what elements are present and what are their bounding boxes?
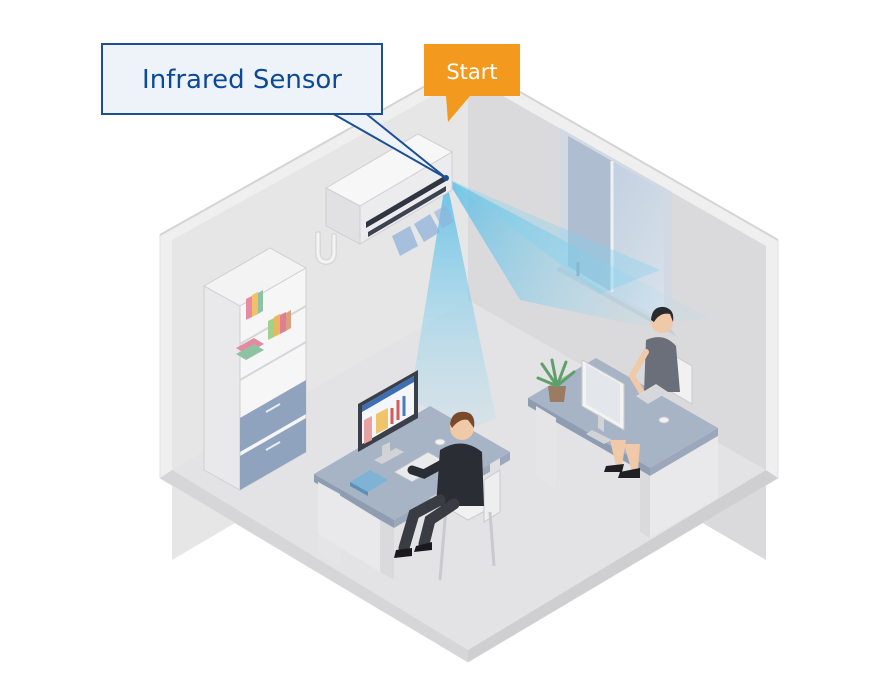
man-worker (394, 411, 501, 581)
sensor-callout-box (101, 43, 383, 115)
start-badge (424, 44, 520, 96)
monitor-right (581, 359, 670, 444)
infrared-sensor-callout: Infrared Sensor (101, 43, 447, 179)
monitor-left (350, 370, 448, 496)
floor-lower-right (468, 470, 778, 662)
air-conditioner (315, 133, 454, 266)
floor-lower-left (160, 470, 468, 662)
plant (536, 358, 576, 402)
beam-right (446, 178, 710, 326)
start-badge-pointer (446, 96, 470, 122)
beam-down (410, 178, 496, 428)
woman-worker (604, 306, 693, 478)
sensor-label: Infrared Sensor (142, 65, 342, 95)
infrared-beams (410, 178, 710, 428)
bookshelf (202, 247, 308, 491)
start-label: Start (446, 60, 497, 84)
beam-right-upper (446, 178, 660, 294)
start-callout: Start (424, 44, 520, 122)
